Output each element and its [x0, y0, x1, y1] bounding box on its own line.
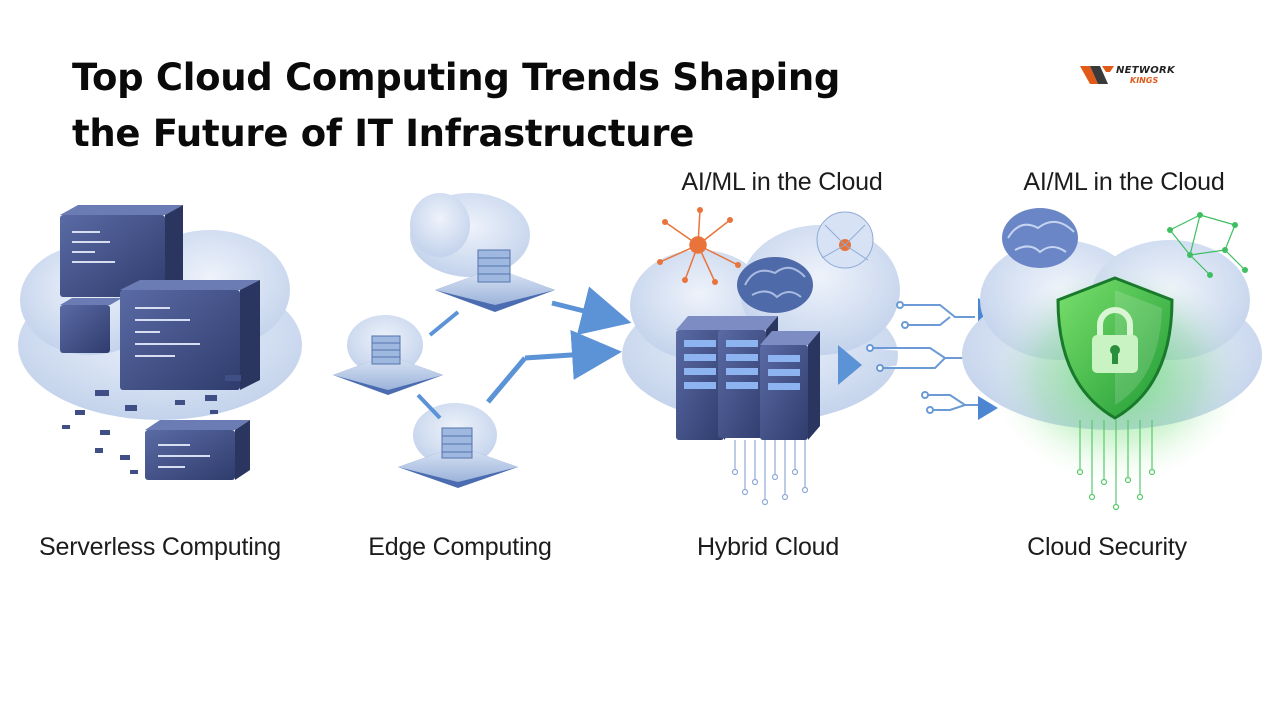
title-line-1: Top Cloud Computing Trends Shaping — [72, 56, 841, 99]
edge-node-icon — [333, 315, 443, 395]
top-caption-hybrid: AI/ML in the Cloud — [681, 168, 883, 196]
logo-text: NETWORK — [1116, 65, 1176, 76]
network-kings-logo: NETWORK KINGS — [1080, 64, 1190, 92]
cloud-security-illustration — [962, 208, 1262, 511]
neural-network-icon — [816, 211, 874, 269]
hybrid-cloud-illustration — [622, 207, 900, 506]
serverless-illustration — [18, 205, 302, 480]
server-rack-icon — [676, 316, 820, 440]
caption-hybrid: Hybrid Cloud — [696, 533, 840, 561]
server-block-icon — [145, 420, 250, 480]
caption-edge: Edge Computing — [368, 533, 552, 561]
play-arrow-icon — [838, 345, 862, 385]
brain-icon — [737, 257, 813, 313]
shield-lock-icon — [1056, 276, 1174, 420]
edge-node-icon — [410, 193, 555, 312]
title-line-2: the Future of IT Infrastructure — [72, 112, 695, 155]
top-caption-security: AI/ML in the Cloud — [1023, 168, 1225, 196]
logo-subtext: KINGS — [1130, 76, 1159, 85]
edge-node-icon — [398, 403, 518, 488]
brain-icon — [1002, 208, 1078, 268]
logo-mark-icon — [1080, 66, 1114, 84]
server-block-icon — [60, 280, 260, 390]
caption-security: Cloud Security — [1027, 533, 1187, 561]
edge-illustration — [333, 193, 632, 488]
neural-network-icon — [1167, 212, 1248, 278]
server-block-icon — [60, 205, 183, 297]
neural-network-icon — [657, 207, 741, 285]
caption-serverless: Serverless Computing — [39, 533, 281, 561]
arrow-icon — [486, 286, 632, 404]
data-flow-connectors — [866, 301, 980, 414]
page-title: Top Cloud Computing Trends Shaping the F… — [72, 50, 840, 162]
